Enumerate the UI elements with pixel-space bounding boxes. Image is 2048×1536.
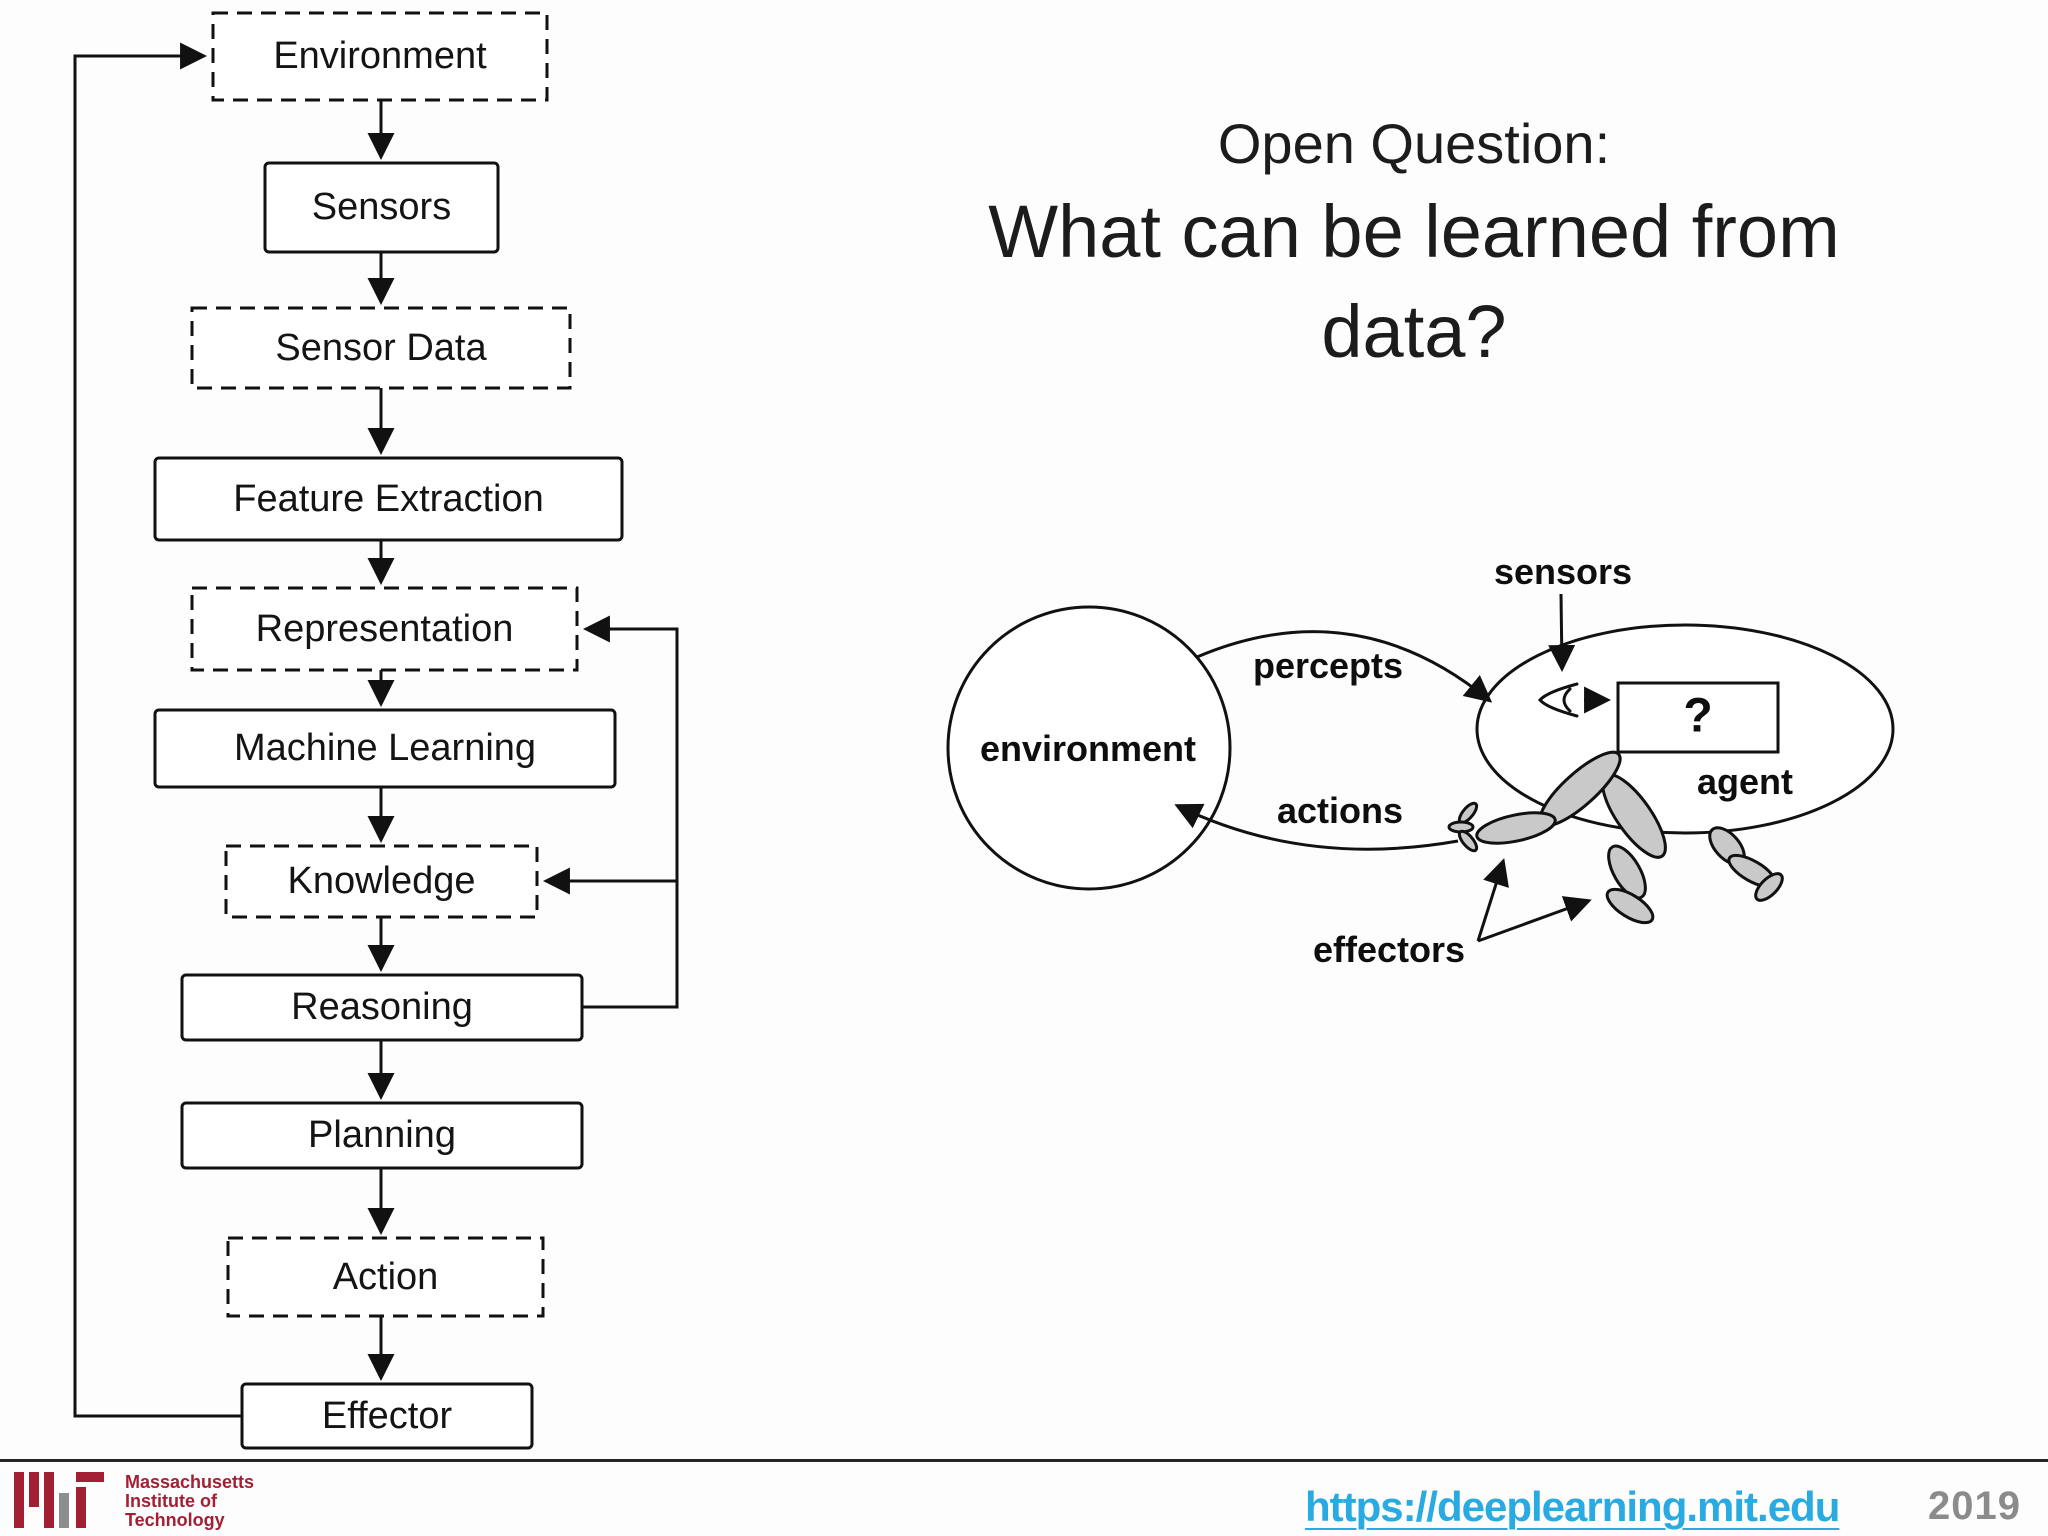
- label-question-mark: ?: [1683, 689, 1713, 743]
- title-line-3: data?: [1321, 290, 1507, 373]
- mit-logo-bar: [44, 1472, 54, 1528]
- title-line-2: What can be learned from: [988, 190, 1840, 273]
- sensors-arrow: [1548, 593, 1576, 673]
- slide-title: Open Question: What can be learned from …: [864, 106, 1964, 382]
- flow-node-representation: Representation: [255, 607, 514, 650]
- eye-icon: [1538, 682, 1579, 718]
- feedback-loop-right: [542, 615, 679, 1009]
- flow-node-feature-extraction: Feature Extraction: [233, 477, 544, 520]
- mit-wordmark: Massachusetts Institute of Technology: [125, 1473, 254, 1530]
- mit-logo-bar: [29, 1472, 39, 1507]
- flow-node-sensor-data: Sensor Data: [275, 326, 487, 369]
- environment-circle: [946, 605, 1232, 891]
- mit-wordmark-line: Institute of: [125, 1491, 217, 1511]
- percepts-actions-curves: [1174, 630, 1493, 851]
- mit-wordmark-line: Massachusetts: [125, 1472, 255, 1492]
- mit-logo-bar: [76, 1487, 86, 1528]
- label-sensors: sensors: [1493, 551, 1633, 592]
- mit-logo-bar: [59, 1493, 69, 1528]
- label-percepts: percepts: [1252, 645, 1404, 686]
- mit-logo-bar: [14, 1472, 24, 1528]
- mit-wordmark-line: Technology: [125, 1510, 225, 1530]
- flow-node-reasoning: Reasoning: [291, 986, 473, 1028]
- flow-node-effector: Effector: [321, 1394, 453, 1437]
- title-line-1: Open Question:: [1217, 112, 1611, 175]
- flow-node-sensors: Sensors: [311, 186, 452, 228]
- flowchart-boxes: [153, 11, 624, 1450]
- label-agent: agent: [1696, 761, 1794, 802]
- footer-year: 2019: [1928, 1484, 2021, 1528]
- footer-divider: [0, 1459, 2048, 1462]
- flow-node-machine-learning: Machine Learning: [233, 727, 537, 769]
- agent-question-box: [1616, 681, 1780, 754]
- label-effectors: effectors: [1312, 929, 1466, 970]
- label-environment: environment: [979, 728, 1197, 769]
- agent-limbs: [1447, 750, 1784, 925]
- flow-node-environment: Environment: [273, 35, 487, 77]
- flow-node-planning: Planning: [308, 1114, 456, 1156]
- feedback-loop-left: [73, 42, 242, 1418]
- mit-logo-crossbar: [76, 1472, 104, 1482]
- flow-node-action: Action: [332, 1255, 439, 1298]
- mit-logo: [14, 1472, 118, 1528]
- course-website-link[interactable]: https://deeplearning.mit.edu: [1305, 1483, 1840, 1530]
- effectors-arrows: [1476, 858, 1592, 943]
- flow-node-knowledge: Knowledge: [287, 860, 476, 902]
- label-actions: actions: [1276, 790, 1404, 831]
